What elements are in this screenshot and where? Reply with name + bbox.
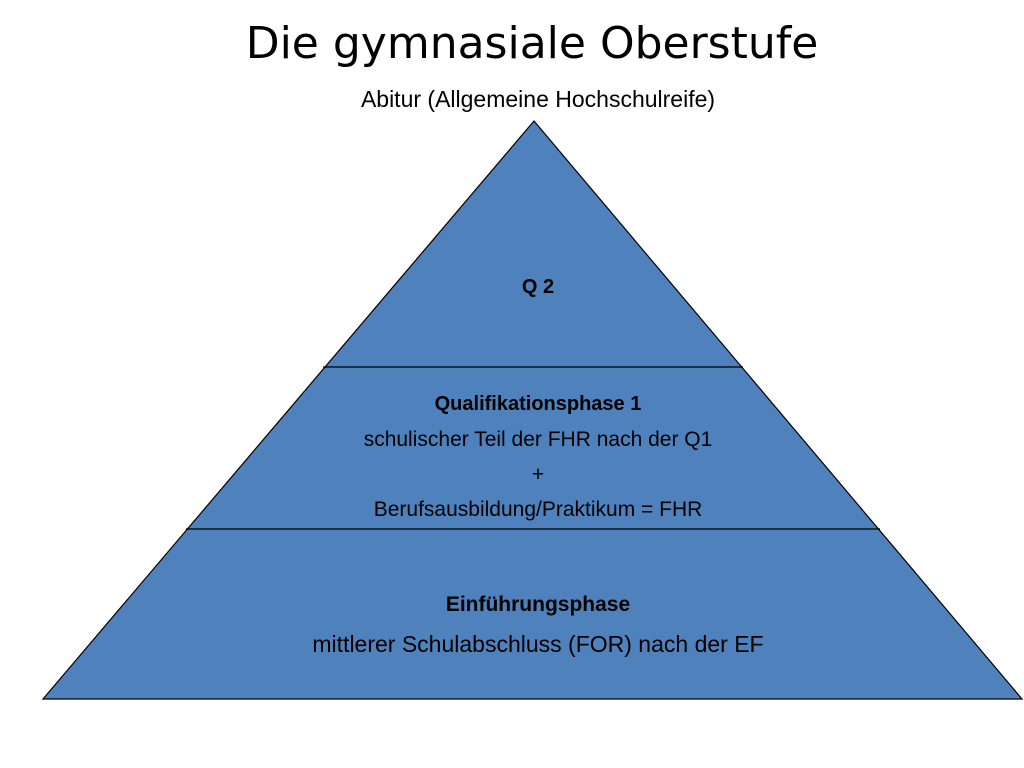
level-q1-line: Berufsausbildung/Praktikum = FHR (373, 498, 703, 521)
pyramid-shape (41, 120, 1024, 700)
level-q1-line: + (531, 463, 545, 486)
slide-subtitle: Abitur (Allgemeine Hochschulreife) (360, 86, 716, 112)
level-q1-title: Qualifikationsphase 1 (434, 393, 642, 415)
level-q2-title: Q 2 (521, 276, 555, 298)
level-q1-line: schulischer Teil der FHR nach der Q1 (363, 428, 713, 451)
slide-title: Die gymnasiale Oberstufe (245, 18, 819, 69)
level-ef-title: Einführungsphase (445, 593, 631, 616)
level-ef-line: mittlerer Schulabschluss (FOR) nach der … (312, 631, 764, 657)
